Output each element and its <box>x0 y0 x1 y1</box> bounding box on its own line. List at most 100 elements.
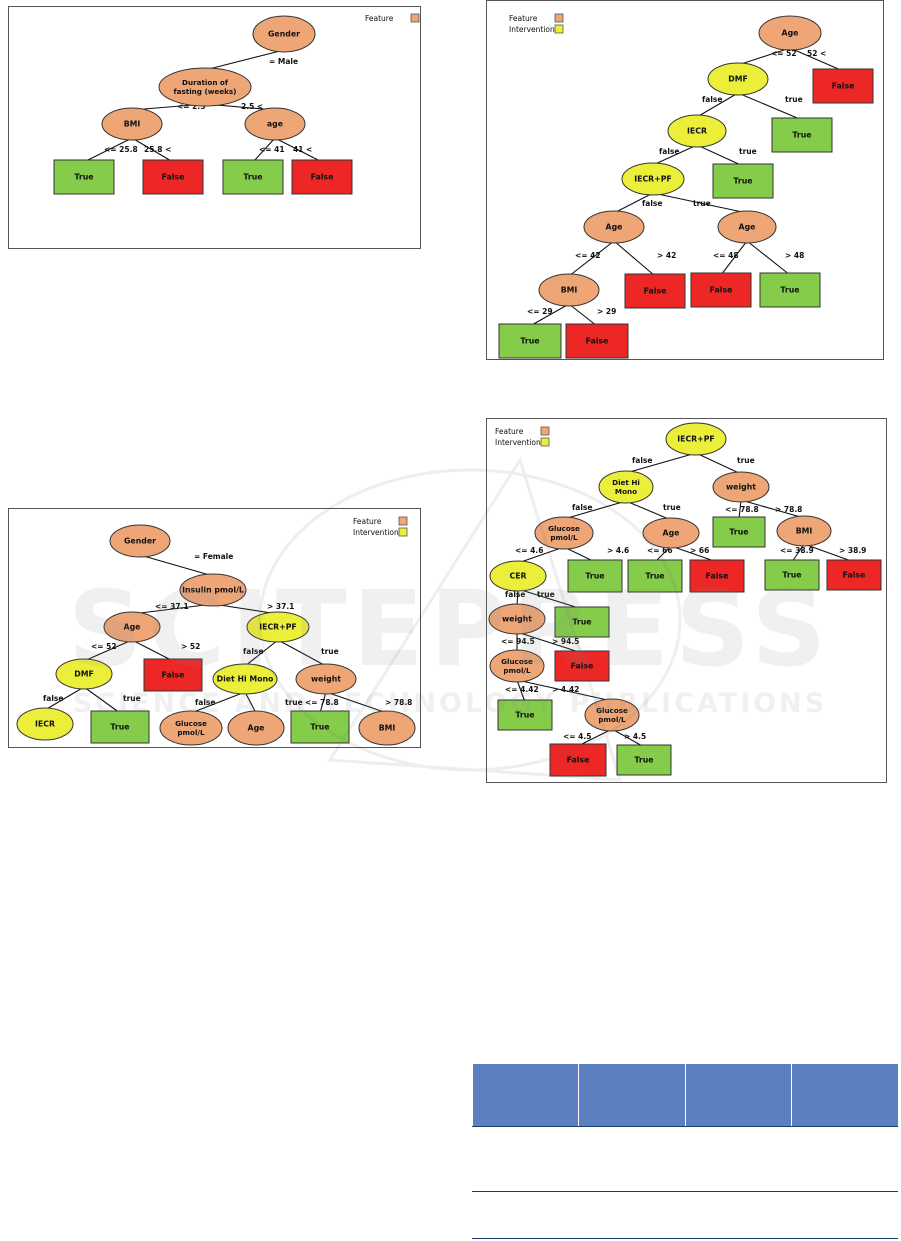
edge-label: > 94.5 <box>552 637 579 646</box>
intervention-node: IECR+PF <box>621 162 685 196</box>
leaf-node: True <box>712 516 766 548</box>
edge-label: <= 78.8 <box>305 698 339 707</box>
leaf-box <box>826 559 882 591</box>
edge-label: false <box>505 590 525 599</box>
legend-label: Intervention <box>509 25 555 34</box>
node-ellipse <box>109 524 171 558</box>
node-label: False <box>571 662 594 671</box>
leaf-box <box>497 699 553 731</box>
tree-edge <box>83 686 121 714</box>
legend-swatch <box>398 516 408 526</box>
node-ellipse <box>665 422 727 456</box>
node-label: pmol/L <box>177 728 205 737</box>
node-label: BMI <box>379 724 396 733</box>
node-ellipse <box>103 611 161 643</box>
node-label: DMF <box>728 75 748 84</box>
leaf-node: False <box>565 323 629 359</box>
leaf-node: True <box>497 699 553 731</box>
edge-label: <= 94.5 <box>501 637 535 646</box>
leaf-node: True <box>222 159 284 195</box>
node-label: True <box>782 571 801 580</box>
table-cell <box>684 1191 792 1239</box>
node-ellipse <box>583 210 645 244</box>
node-ellipse <box>179 573 247 607</box>
node-ellipse <box>707 62 769 96</box>
legend-swatch <box>554 13 564 23</box>
legend-swatch <box>540 437 550 447</box>
node-label: Glucose <box>175 719 207 728</box>
tree-edge <box>577 728 613 747</box>
node-ellipse <box>489 649 545 683</box>
node-label: pmol/L <box>503 666 531 675</box>
node-label: Glucose <box>548 524 580 533</box>
edge-label: false <box>702 95 722 104</box>
leaf-node: True <box>90 710 150 744</box>
node-ellipse <box>534 516 594 550</box>
table-cell <box>471 1191 579 1239</box>
edge-label: true <box>321 647 339 656</box>
node-ellipse <box>712 471 770 503</box>
node-label: False <box>567 756 590 765</box>
node-ellipse <box>538 273 600 307</box>
edge-label: > 78.8 <box>385 698 412 707</box>
node-label: Diet Hi Mono <box>217 675 274 684</box>
tree-edge <box>131 137 174 163</box>
legend-swatch <box>540 426 550 436</box>
tree-edge <box>131 603 214 615</box>
node-label: pmol/L <box>598 715 626 724</box>
intervention-node: DMF <box>707 62 769 96</box>
edge-label: <= 38.9 <box>780 546 814 555</box>
node-ellipse <box>16 707 74 741</box>
node-label: IECR <box>687 127 707 136</box>
edge-label: > 38.9 <box>839 546 866 555</box>
leaf-box <box>142 159 204 195</box>
edge-label: false <box>195 698 215 707</box>
edge-label: false <box>572 503 592 512</box>
feature-node: Age <box>717 210 777 244</box>
edge-label: <= 42 <box>575 251 601 260</box>
node-label: True <box>792 131 811 140</box>
node-ellipse <box>227 710 285 746</box>
leaf-node: False <box>812 68 874 104</box>
leaf-node: False <box>142 159 204 195</box>
edge-label: > 52 <box>181 642 200 651</box>
node-label: False <box>586 337 609 346</box>
edge-label: 52 < <box>807 49 826 58</box>
node-ellipse <box>158 67 252 107</box>
leaf-box <box>712 163 774 199</box>
node-ellipse <box>621 162 685 196</box>
node-label: Age <box>739 223 756 232</box>
intervention-node: IECR+PF <box>246 611 310 643</box>
feature-node: age <box>244 107 306 141</box>
node-label: BMI <box>561 286 578 295</box>
node-label: True <box>634 756 653 765</box>
node-label: False <box>710 286 733 295</box>
node-label: False <box>843 571 866 580</box>
edge-label: true <box>739 147 757 156</box>
table-cell <box>471 1126 579 1192</box>
leaf-node: True <box>712 163 774 199</box>
node-label: Mono <box>615 487 637 496</box>
leaf-box <box>554 606 610 638</box>
tree-edge <box>516 679 613 702</box>
node-label: True <box>310 723 329 732</box>
tree-edge <box>139 554 214 577</box>
feature-node: Insulin pmol/L <box>179 573 247 607</box>
table-cell <box>578 1191 686 1239</box>
leaf-node: False <box>549 743 607 777</box>
tree-edge <box>563 500 627 520</box>
node-label: fasting (weeks) <box>174 87 237 96</box>
tree-edge <box>625 500 672 521</box>
edge-label: > 78.8 <box>775 505 802 514</box>
node-label: True <box>243 173 262 182</box>
leaf-node: False <box>690 272 752 308</box>
node-label: IECR+PF <box>259 623 297 632</box>
leaf-node: False <box>554 650 610 682</box>
